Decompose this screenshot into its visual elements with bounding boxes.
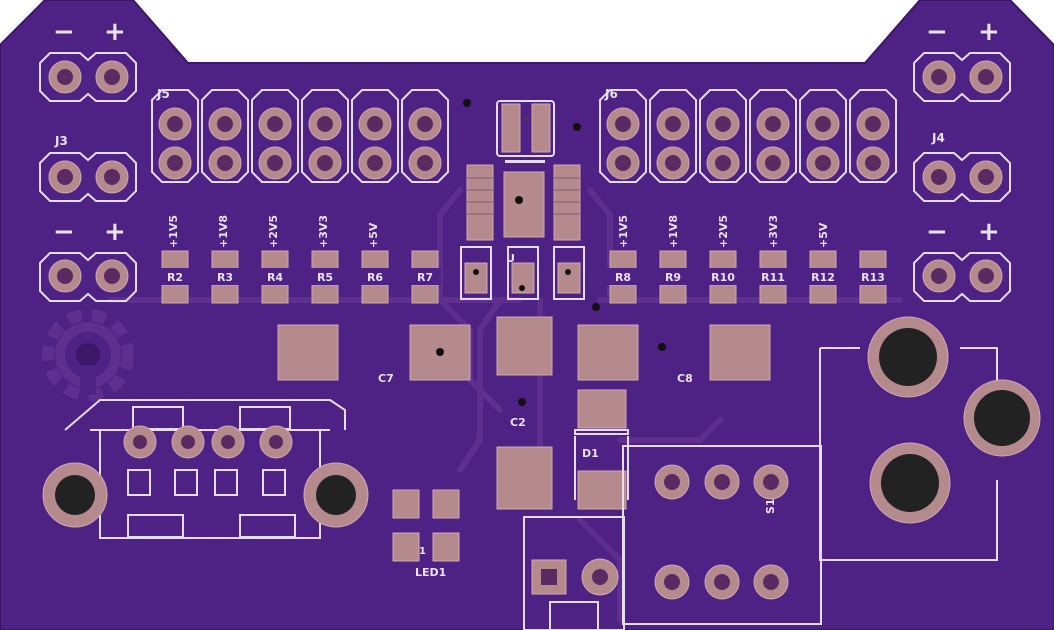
header-j4: J4 xyxy=(913,131,1011,202)
oshw-gear-icon xyxy=(42,309,134,401)
connector-lower-center xyxy=(523,516,625,630)
plus-label: + xyxy=(978,17,1000,47)
resistors-right: R8 R9 R10 R11 R12 R13 xyxy=(607,250,889,304)
resistor: R7 xyxy=(409,250,441,304)
minus-label: − xyxy=(53,17,75,47)
voltage-label: +3V3 xyxy=(317,215,330,248)
resistor: R6 xyxy=(359,250,391,304)
voltage-label: +5V xyxy=(367,222,380,248)
resistor: R9 xyxy=(657,250,689,304)
plus-label: + xyxy=(104,217,126,247)
j3-label: J3 xyxy=(54,134,68,148)
header-top-right: − + xyxy=(913,17,1011,102)
header-pin-pair xyxy=(799,89,847,183)
c7-label: C7 xyxy=(378,372,394,385)
resistor: R12 xyxy=(807,250,839,304)
header-j6 xyxy=(599,89,897,183)
resistor: R10 xyxy=(707,250,739,304)
header-pin-pair xyxy=(849,89,897,183)
diode-d1 xyxy=(574,389,629,510)
regulator-ic: U xyxy=(460,99,585,300)
c8-label: C8 xyxy=(677,372,693,385)
header-pin-pair xyxy=(699,89,747,183)
header-pin-pair xyxy=(151,89,199,183)
header-pin-pair xyxy=(201,89,249,183)
voltage-label: +1V5 xyxy=(617,215,630,248)
resistor-label: R3 xyxy=(217,271,233,284)
resistor-label: R4 xyxy=(267,271,283,284)
resistor: R5 xyxy=(309,250,341,304)
header-pin-pair xyxy=(301,89,349,183)
resistor: R13 xyxy=(857,250,889,304)
header-top-left: − + xyxy=(39,17,137,102)
header-j3: J3 xyxy=(39,134,137,202)
voltage-label: +1V8 xyxy=(667,215,680,248)
minus-label: − xyxy=(53,217,75,247)
resistor-label: R11 xyxy=(761,271,785,284)
header-pin-pair xyxy=(401,89,449,183)
resistor: R8 xyxy=(607,250,639,304)
usb-connector xyxy=(42,399,369,539)
resistors-left: R2 R3 R4 R5 R6 R7 xyxy=(159,250,441,304)
resistor: R11 xyxy=(757,250,789,304)
led-led1 xyxy=(392,489,460,562)
j4-label: J4 xyxy=(931,131,945,145)
minus-label: − xyxy=(926,17,948,47)
header-right-lower: − + xyxy=(913,217,1011,302)
header-pin-pair xyxy=(599,89,647,183)
voltage-label: +2V5 xyxy=(267,215,280,248)
voltage-label: +1V5 xyxy=(167,215,180,248)
header-pin-pair xyxy=(649,89,697,183)
plus-label: + xyxy=(978,217,1000,247)
s1-label: S1 xyxy=(764,498,777,514)
plus-label: + xyxy=(104,17,126,47)
header-pin-pair xyxy=(749,89,797,183)
capacitor-pads xyxy=(277,303,771,510)
d1-label: D1 xyxy=(582,447,599,460)
resistor-label: R2 xyxy=(167,271,183,284)
voltage-label: +1V8 xyxy=(217,215,230,248)
voltage-label: +5V xyxy=(817,222,830,248)
switch-s1 xyxy=(622,445,822,625)
voltage-labels-right: +1V5 +1V8 +2V5 +3V3 +5V xyxy=(617,215,830,248)
minus-label: − xyxy=(926,217,948,247)
resistor-label: R5 xyxy=(317,271,333,284)
voltage-label: +3V3 xyxy=(767,215,780,248)
resistor: R3 xyxy=(209,250,241,304)
c2-label: C2 xyxy=(510,416,526,429)
resistor-label: R12 xyxy=(811,271,835,284)
resistor-label: R9 xyxy=(665,271,681,284)
resistor-label: R8 xyxy=(615,271,631,284)
resistor: R2 xyxy=(159,250,191,304)
u-label: U xyxy=(506,252,515,265)
led1-label: LED1 xyxy=(415,566,446,579)
voltage-label: +2V5 xyxy=(717,215,730,248)
header-pin-pair xyxy=(351,89,399,183)
voltage-labels-left: +1V5 +1V8 +2V5 +3V3 +5V xyxy=(167,215,380,248)
resistor: R4 xyxy=(259,250,291,304)
dc-jack xyxy=(819,316,1041,561)
resistor-label: R10 xyxy=(711,271,735,284)
header-pin-pair xyxy=(251,89,299,183)
header-left-lower: − + xyxy=(39,217,137,302)
resistor-label: R6 xyxy=(367,271,383,284)
resistor-label: R7 xyxy=(417,271,433,284)
resistor-label: R13 xyxy=(861,271,885,284)
led-pin-label: 1 xyxy=(419,546,426,557)
header-j5 xyxy=(151,89,449,183)
